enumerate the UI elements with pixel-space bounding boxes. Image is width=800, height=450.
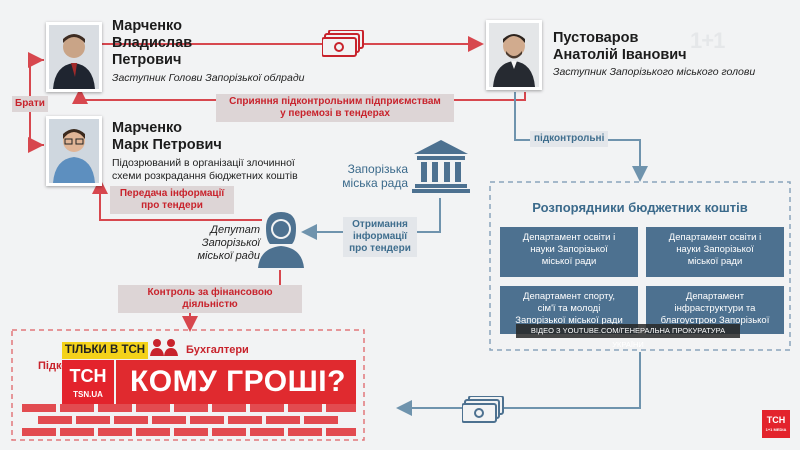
subsidiaries-partial-label: Підко [38, 360, 69, 372]
person3-role-1: Підозрюваний в організації злочинної [112, 157, 295, 169]
tsn-logo: ТСН TSN.UA [62, 360, 114, 404]
tsn-logo-text: ТСН [69, 366, 107, 386]
receive-line-1: Отримання [352, 219, 408, 230]
person1-name-1: Марченко [112, 18, 182, 34]
company-blocks [22, 404, 356, 440]
person3-photo [46, 116, 102, 186]
receive-line-3: про тендери [349, 243, 411, 254]
person-portrait-icon [49, 119, 99, 183]
assist-label: Сприяння підконтрольним підприємствам у … [216, 94, 454, 122]
council-line-2: міська рада [342, 176, 408, 190]
arrow-deputy-to-p3 [92, 178, 262, 221]
managers-title: Розпорядники бюджетних коштів [532, 200, 748, 215]
building-icon [412, 138, 470, 199]
bottom-frame [11, 329, 365, 441]
accountants-label: Бухгалтери [186, 344, 249, 356]
video-source-caption: ВІДЕО З YOUTUBE.COM/ГЕНЕРАЛЬНА ПРОКУРАТУ… [516, 324, 740, 349]
person3-info: Марченко Марк Петрович Підозрюваний в ор… [112, 120, 312, 183]
woman-user-icon [254, 210, 308, 273]
controlled-label: підконтрольні [530, 131, 609, 147]
assist-line-1: Сприяння підконтрольним підприємствам [229, 96, 441, 107]
assist-line-2: у перемозі в тендерах [280, 108, 390, 119]
person1-name-2: Владислав [112, 35, 193, 51]
finance-control-label: Контроль за фінансовою діяльністю [118, 285, 302, 313]
corner-logo-text: ТСН [766, 415, 786, 425]
person-portrait-icon [489, 23, 539, 87]
brothers-label: Брати [12, 96, 48, 112]
department-card: Департамент інфраструктури та благоустро… [646, 286, 784, 334]
channel-watermark: 1+1 [690, 28, 725, 53]
corner-tsn-logo: ТСН 1+1 MEDIA [762, 410, 790, 438]
receive-label: Отримання інформації про тендери [343, 217, 417, 257]
money-icon [321, 29, 364, 63]
person-portrait-icon [49, 25, 99, 89]
accountants-icon [150, 338, 178, 361]
headline-banner: КОМУ ГРОШІ? [116, 360, 356, 404]
person3-role-2: схеми розкрадання бюджетних коштів [112, 170, 298, 182]
person1-info: Марченко Владислав Петрович Заступник Го… [112, 18, 312, 85]
arrow-managers-to-bottom [396, 352, 641, 416]
receive-line-2: інформації [352, 231, 408, 242]
council-label: Запорізька міська рада [328, 162, 408, 190]
transfer-line-2: про тендери [141, 200, 203, 211]
person2-info: Пустоваров Анатолій Іванович Заступник З… [553, 30, 793, 79]
deputy-line-3: міської ради [197, 250, 260, 262]
deputy-line-1: Депутат [210, 224, 260, 236]
person2-role: Заступник Запорізького міського голови [553, 66, 756, 78]
person3-name-2: Марк Петрович [112, 137, 222, 153]
deputy-label: Депутат Запорізької міської ради [180, 224, 260, 263]
transfer-label: Передача інформації про тендери [110, 186, 234, 214]
person1-name-3: Петрович [112, 52, 182, 68]
department-card: Департамент освіти і науки Запорізької м… [646, 227, 784, 277]
department-card: Департамент освіти і науки Запорізької м… [500, 227, 638, 277]
person2-photo [486, 20, 542, 90]
only-in-tsn-tag: ТІЛЬКИ В ТСН [62, 342, 148, 359]
corner-logo-sub: 1+1 MEDIA [765, 427, 787, 432]
tsn-logo-site: TSN.UA [73, 390, 103, 399]
council-line-1: Запорізька [347, 162, 408, 176]
person2-name-2: Анатолій Іванович [553, 47, 687, 63]
money-icon [461, 395, 504, 429]
person1-photo [46, 22, 102, 92]
transfer-line-1: Передача інформації [119, 188, 225, 199]
person3-name-1: Марченко [112, 120, 182, 136]
person1-role: Заступник Голови Запорізької облради [112, 72, 305, 84]
deputy-line-2: Запорізької [201, 237, 260, 249]
person2-name-1: Пустоваров [553, 30, 639, 46]
